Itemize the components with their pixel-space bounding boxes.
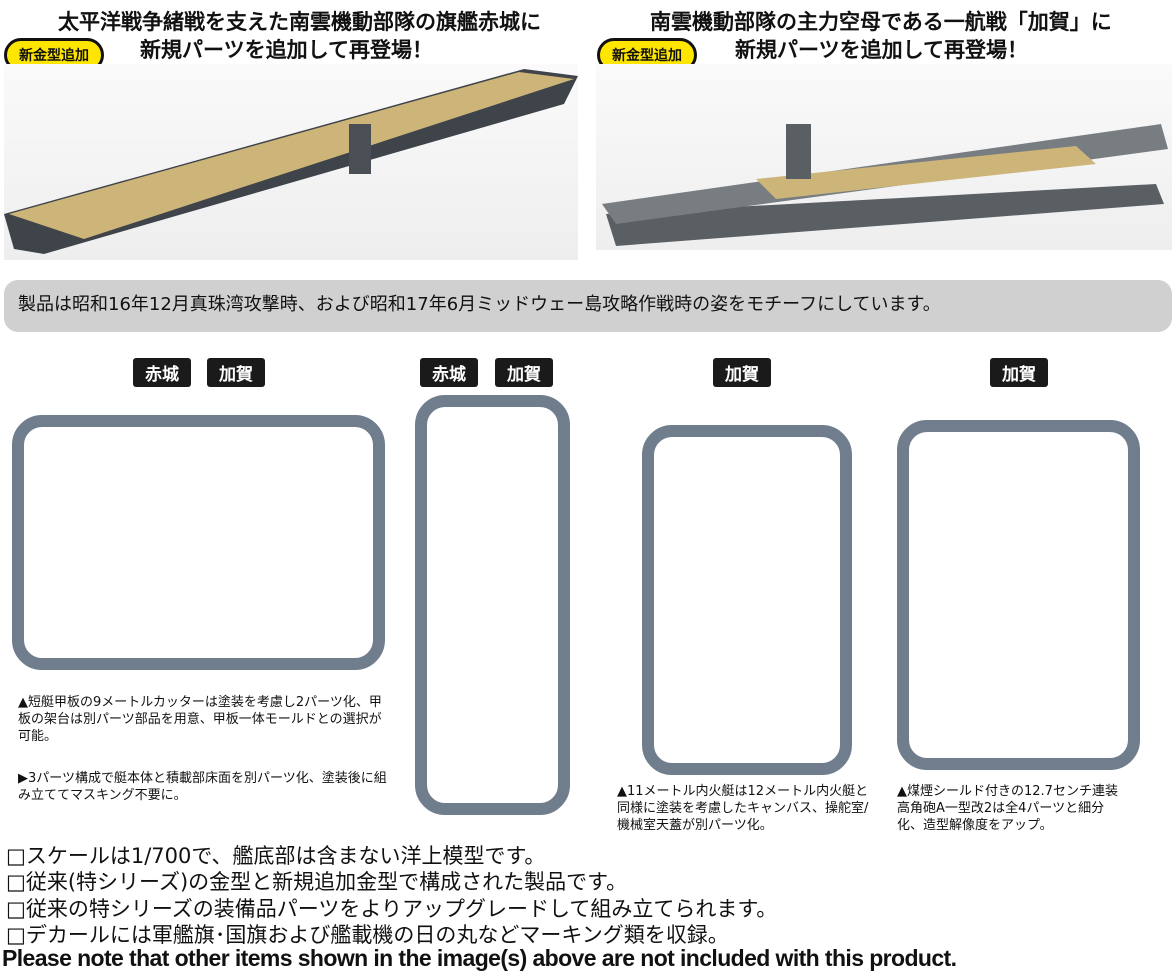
caption-aa-gun: ▲煤煙シールド付きの12.7センチ連装高角砲A一型改2は全4パーツと細分化、造型… <box>897 784 1118 833</box>
akagi-headline-1: 太平洋戦争緒戦を支えた南雲機動部隊の旗艦赤城に <box>58 10 541 34</box>
note-scale: □スケールは1/700で、艦底部は含まない洋上模型です。 <box>6 844 546 868</box>
tag-kaga: 加賀 <box>207 358 265 387</box>
note-decals: □デカールには軍艦旗･国旗および艦載機の日の丸などマーキング類を収録。 <box>6 923 729 947</box>
note-upgrade: □従来の特シリーズの装備品パーツをよりアップグレードして組み立てられます。 <box>6 897 778 921</box>
kaga-headline-1: 南雲機動部隊の主力空母である一航戦「加賀」に <box>650 10 1112 34</box>
period-banner: 製品は昭和16年12月真珠湾攻撃時、および昭和17年6月ミッドウェー島攻略作戦時… <box>4 280 1172 332</box>
akagi-model-photo <box>4 64 578 260</box>
sprue-parts-2 <box>415 395 570 815</box>
tag-akagi: 赤城 <box>133 358 191 387</box>
disclaimer: Please note that other items shown in th… <box>2 945 957 971</box>
sprue-parts-1 <box>12 415 385 670</box>
caption-boat-construction: ▶3パーツ構成で艇本体と積載部床面を別パーツ化、塗装後に組み立ててマスキング不要… <box>18 771 387 803</box>
tag-kaga: 加賀 <box>990 358 1048 387</box>
caption-cutter: ▲短艇甲板の9メートルカッターは塗装を考慮し2パーツ化、甲板の架台は別パーツ部品… <box>18 695 382 744</box>
caption-launch: ▲11メートル内火艇は12メートル内火艇と同様に塗装を考慮したキャンバス、操舵室… <box>617 784 869 833</box>
akagi-headline-2: 新規パーツを追加して再登場！ <box>140 38 433 62</box>
note-molds: □従来(特シリーズ)の金型と新規追加金型で構成された製品です。 <box>6 870 628 894</box>
sprue-parts-4 <box>897 420 1140 770</box>
kaga-headline-2: 新規パーツを追加して再登場！ <box>735 38 1028 62</box>
tag-kaga: 加賀 <box>713 358 771 387</box>
sprue-parts-3 <box>642 425 852 775</box>
kaga-model-photo <box>596 64 1172 250</box>
tag-kaga: 加賀 <box>495 358 553 387</box>
tag-akagi: 赤城 <box>420 358 478 387</box>
